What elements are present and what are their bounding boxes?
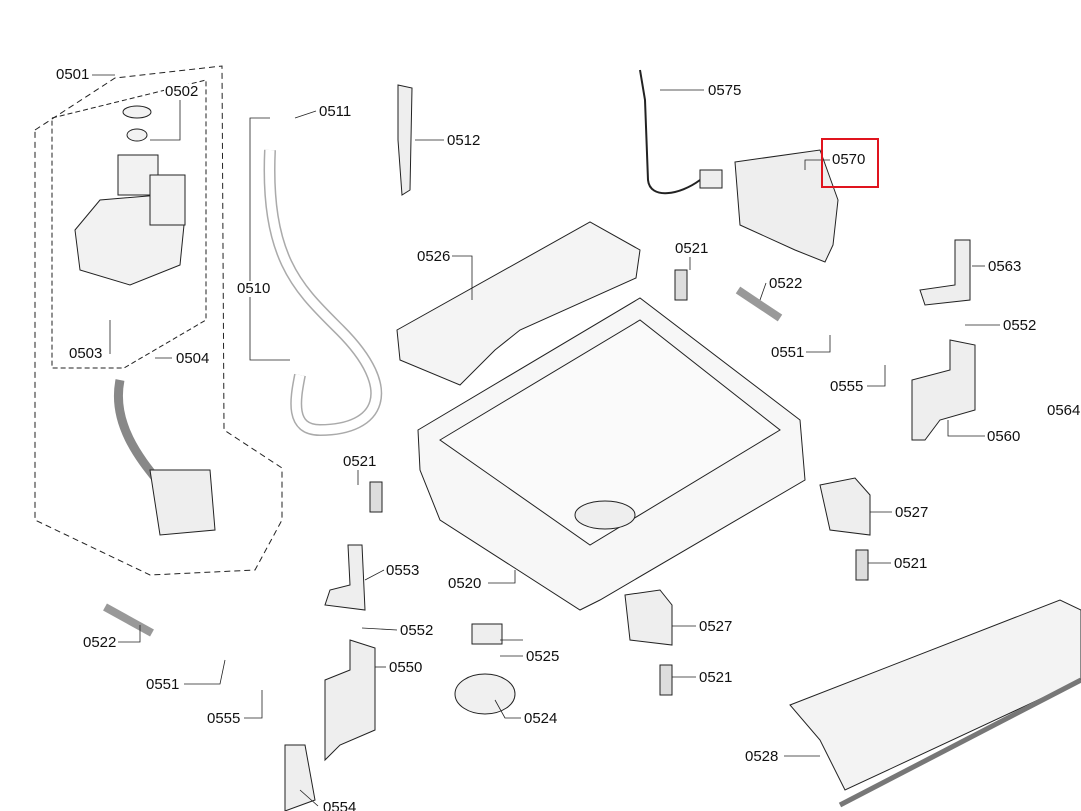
label-0551[interactable]: 0551 xyxy=(770,344,806,361)
label-0521[interactable]: 0521 xyxy=(698,669,734,686)
group-0501-outline xyxy=(34,65,283,576)
label-0526[interactable]: 0526 xyxy=(416,248,452,265)
foot-0527-a xyxy=(819,477,871,536)
label-0510[interactable]: 0510 xyxy=(236,280,272,297)
kickplate-0528 xyxy=(789,599,1081,791)
valve-part xyxy=(74,105,186,286)
drain-hose xyxy=(263,149,383,437)
hinge-0553 xyxy=(324,544,366,611)
foot-0527-b xyxy=(624,589,673,646)
label-0522[interactable]: 0522 xyxy=(82,634,118,651)
label-0521[interactable]: 0521 xyxy=(342,453,378,470)
label-0502[interactable]: 0502 xyxy=(164,83,200,100)
screws xyxy=(369,269,869,696)
label-0525[interactable]: 0525 xyxy=(525,648,561,665)
label-0554[interactable]: 0554 xyxy=(322,800,358,811)
label-0570[interactable]: 0570 xyxy=(831,151,867,168)
label-0563[interactable]: 0563 xyxy=(987,258,1023,275)
label-0524[interactable]: 0524 xyxy=(523,710,559,727)
label-0503[interactable]: 0503 xyxy=(68,345,104,362)
bracket-0512 xyxy=(397,84,413,196)
label-0512[interactable]: 0512 xyxy=(446,132,482,149)
control-module-0570 xyxy=(734,149,839,263)
cover-0526 xyxy=(396,221,641,386)
label-0575[interactable]: 0575 xyxy=(707,82,743,99)
label-0522[interactable]: 0522 xyxy=(768,275,804,292)
label-0552[interactable]: 0552 xyxy=(399,622,435,639)
label-0555[interactable]: 0555 xyxy=(829,378,865,395)
hose-connector xyxy=(149,469,216,536)
highlight-box-0570 xyxy=(821,138,879,188)
hinge-0563 xyxy=(919,239,971,306)
label-0553[interactable]: 0553 xyxy=(385,562,421,579)
label-0527[interactable]: 0527 xyxy=(894,504,930,521)
disc-0524 xyxy=(454,673,516,715)
spring-0522-b xyxy=(103,603,154,637)
label-0552[interactable]: 0552 xyxy=(1002,317,1038,334)
label-0550[interactable]: 0550 xyxy=(388,659,424,676)
hinge-0560 xyxy=(911,339,976,441)
label-0511[interactable]: 0511 xyxy=(318,103,353,120)
label-0520[interactable]: 0520 xyxy=(447,575,483,592)
bracket-0554 xyxy=(284,744,316,811)
label-0551[interactable]: 0551 xyxy=(145,676,181,693)
power-cord xyxy=(639,69,701,195)
label-0564[interactable]: 0564 xyxy=(1046,402,1081,419)
label-0528[interactable]: 0528 xyxy=(744,748,780,765)
label-0504[interactable]: 0504 xyxy=(175,350,211,367)
label-0527[interactable]: 0527 xyxy=(698,618,734,635)
label-0521[interactable]: 0521 xyxy=(674,240,710,257)
spring-0522-a xyxy=(735,286,783,322)
part-0525 xyxy=(471,623,503,645)
label-0560[interactable]: 0560 xyxy=(986,428,1022,445)
leader-lines xyxy=(92,74,1000,807)
label-0555[interactable]: 0555 xyxy=(206,710,242,727)
label-0521[interactable]: 0521 xyxy=(893,555,929,572)
hinge-0550 xyxy=(324,639,376,762)
label-0501[interactable]: 0501 xyxy=(55,66,91,83)
sump-part xyxy=(574,500,636,530)
